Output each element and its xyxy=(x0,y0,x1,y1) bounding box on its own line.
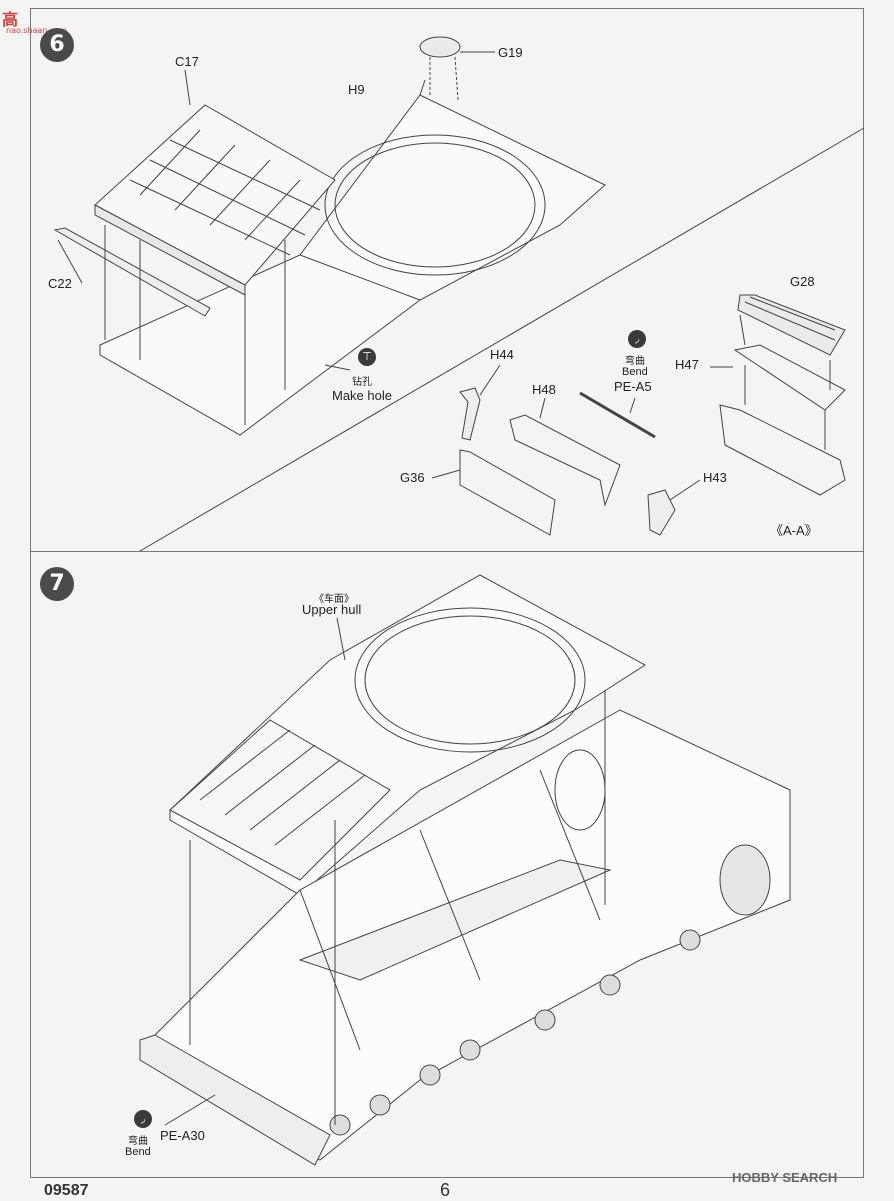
part-lower-hull xyxy=(139,709,791,1161)
part-h47 xyxy=(733,314,846,411)
upper-hull-en: Upper hull xyxy=(302,602,362,617)
bend-cn: 弯曲 xyxy=(625,356,645,367)
part-h48 xyxy=(509,397,621,507)
part-h9 xyxy=(99,79,606,436)
drill-icon: ⊤ xyxy=(358,348,376,366)
part-pe-a5 xyxy=(579,391,656,439)
part-c17 xyxy=(94,69,336,296)
label-pe-a30: PE-A30 xyxy=(160,1128,205,1143)
label-h47: H47 xyxy=(675,357,699,372)
pe-a30-leader xyxy=(164,1094,216,1126)
label-g28: G28 xyxy=(790,274,815,289)
part-h43 xyxy=(647,479,701,536)
diagonal-divider xyxy=(139,127,865,552)
part-g19 xyxy=(419,36,495,101)
hobby-search-watermark: HOBBY SEARCH xyxy=(732,1170,838,1185)
page-frame xyxy=(30,8,864,1178)
step-6-badge: 6 xyxy=(40,28,74,62)
part-g28 xyxy=(737,294,846,356)
label-h43: H43 xyxy=(703,470,727,485)
label-pe-a5: PE-A5 xyxy=(614,379,652,394)
bend-en-step7: Bend xyxy=(125,1146,151,1158)
label-g36: G36 xyxy=(400,470,425,485)
upper-hull-cn: 《车面》 xyxy=(314,594,354,605)
step-divider xyxy=(30,551,864,552)
label-h9: H9 xyxy=(348,82,365,97)
make-hole-cn: 钻孔 xyxy=(352,377,372,388)
bend-en: Bend xyxy=(622,366,648,378)
step6-arrows xyxy=(104,225,286,425)
page-number: 6 xyxy=(440,1180,451,1200)
label-h44: H44 xyxy=(490,347,514,362)
part-housing xyxy=(719,365,846,496)
suspension-units xyxy=(329,929,701,1136)
step7-arrows xyxy=(189,690,606,1125)
site-watermark-logo: 高 xyxy=(2,10,19,29)
part-g36 xyxy=(431,449,556,536)
label-g19: G19 xyxy=(498,45,523,60)
pe-a5-leader xyxy=(629,397,636,414)
bend-cn-step7: 弯曲 xyxy=(128,1136,148,1147)
label-h48: H48 xyxy=(532,382,556,397)
part-c22 xyxy=(53,227,211,317)
label-c22: C22 xyxy=(48,276,72,291)
site-watermark-url: nao.shaan.com xyxy=(6,26,68,35)
step-7-badge: 7 xyxy=(40,567,74,601)
part-h44 xyxy=(459,364,501,441)
make-hole-en: Make hole xyxy=(332,388,392,403)
section-a-a-label: 《A-A》 xyxy=(770,523,818,538)
bend-icon: ◞ xyxy=(134,1110,152,1128)
label-c17: C17 xyxy=(175,54,199,69)
kit-number: 09587 xyxy=(44,1182,89,1199)
bend-icon: ◞ xyxy=(628,330,646,348)
make-hole-leader xyxy=(324,364,351,371)
part-front-plate xyxy=(139,1034,331,1166)
